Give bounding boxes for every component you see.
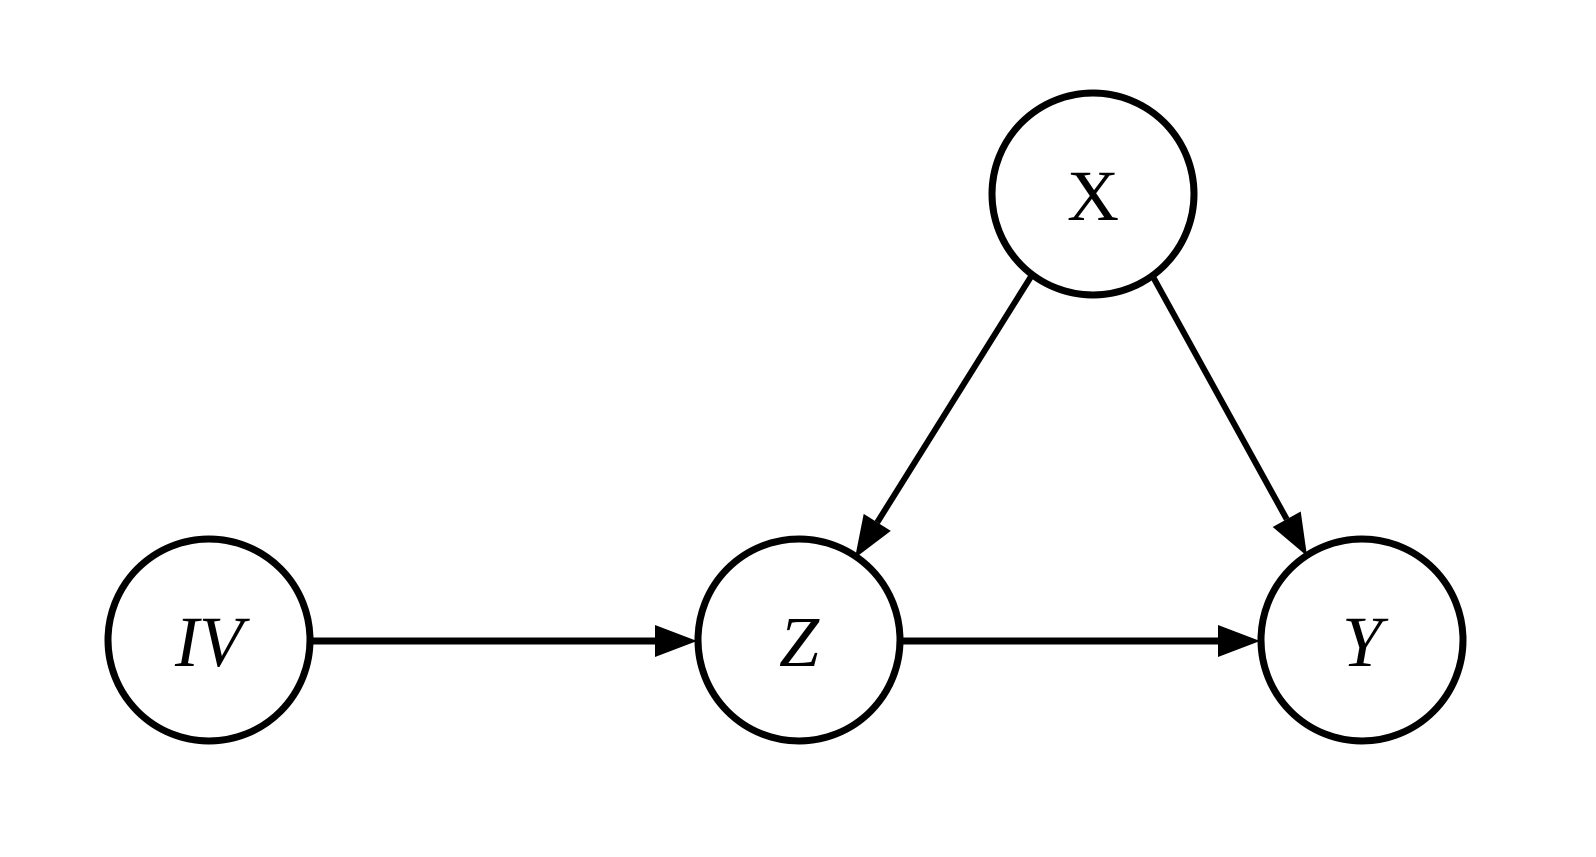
node-circle-z[interactable] xyxy=(694,535,904,745)
node-y[interactable]: Y xyxy=(1257,535,1467,745)
node-circle-x[interactable] xyxy=(988,89,1198,299)
node-label-iv: IV xyxy=(174,602,250,682)
node-label-x: X xyxy=(1067,156,1119,236)
arrow-head-x-to-y xyxy=(1272,511,1307,556)
edge-z-to-y xyxy=(901,625,1260,657)
node-label-y: Y xyxy=(1342,602,1389,682)
edge-x-to-z xyxy=(855,273,1035,558)
edge-shaft-x-to-y xyxy=(1149,273,1290,521)
arrow-head-z-to-y xyxy=(1218,625,1260,657)
node-x[interactable]: X xyxy=(988,89,1198,299)
node-circle-y[interactable] xyxy=(1257,535,1467,745)
edge-shaft-x-to-z xyxy=(874,273,1035,524)
node-label-z: Z xyxy=(779,602,820,682)
node-iv[interactable]: IV xyxy=(104,535,314,745)
nodes-layer: IV Z X Y xyxy=(104,89,1467,745)
node-circle-iv[interactable] xyxy=(104,535,314,745)
edge-iv-to-z xyxy=(311,625,697,657)
edge-x-to-y xyxy=(1149,273,1307,556)
arrow-head-iv-to-z xyxy=(655,625,697,657)
arrow-head-x-to-z xyxy=(855,513,891,558)
edges-layer xyxy=(311,273,1307,657)
node-z[interactable]: Z xyxy=(694,535,904,745)
